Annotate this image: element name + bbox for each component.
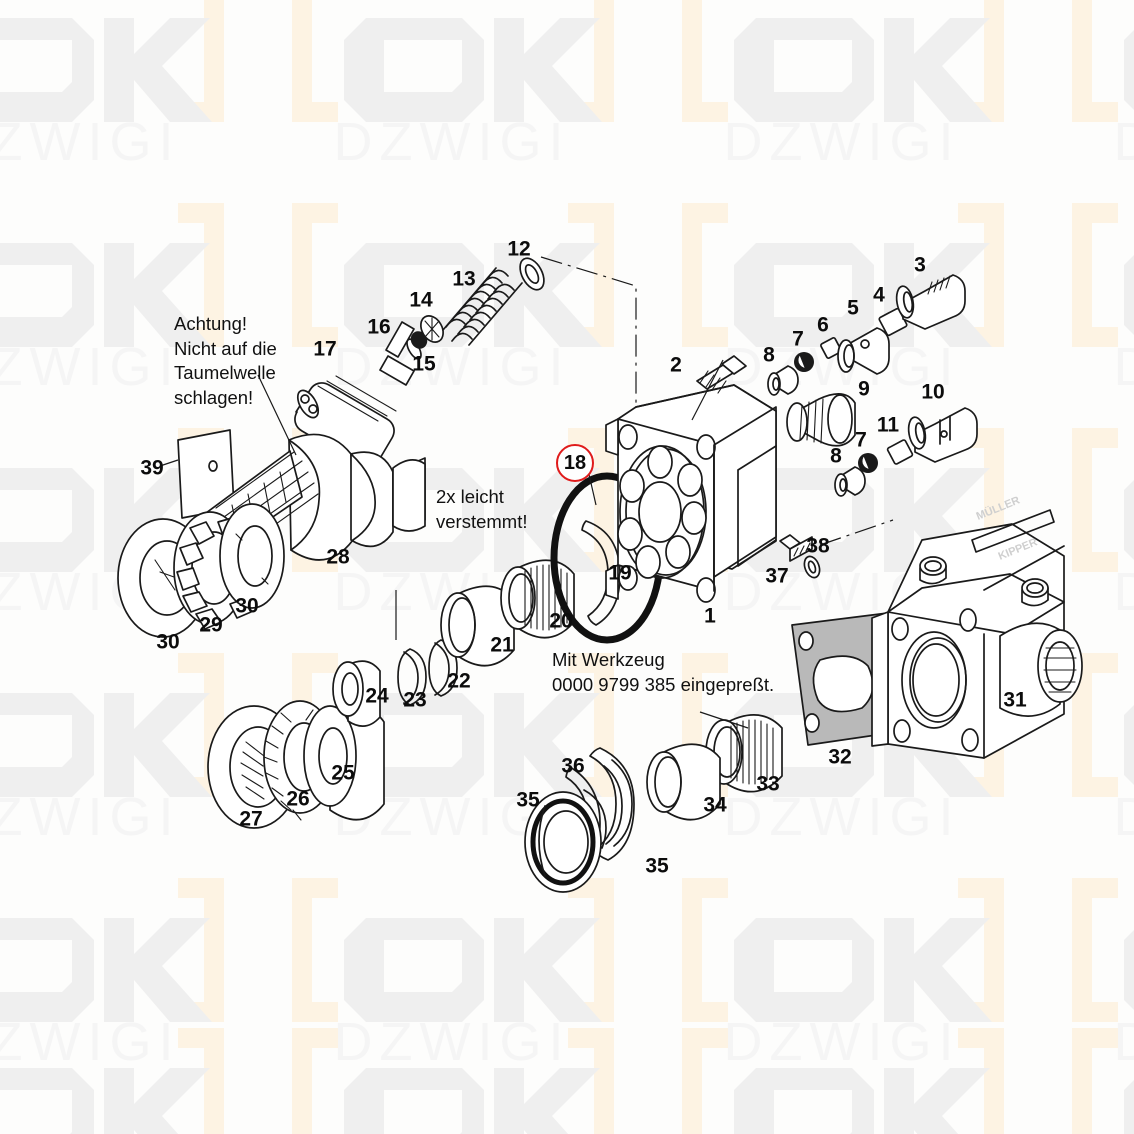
- part-label-thrust-washer-front[interactable]: 30: [156, 630, 180, 654]
- part-label-washer-top[interactable]: 12: [507, 237, 531, 261]
- part-label-valve-cartridge-upper[interactable]: 3: [914, 253, 926, 277]
- part-label-spring-small-upper[interactable]: 6: [817, 313, 829, 337]
- note-peening: 2x leicht verstemmt!: [436, 486, 528, 532]
- part-label-valve-cartridge-lower[interactable]: 10: [921, 380, 945, 404]
- part-label-cover-plate[interactable]: 39: [140, 456, 164, 480]
- part-label-plug-screw[interactable]: 37: [765, 564, 789, 588]
- part-label-valve-sleeve[interactable]: 5: [847, 296, 859, 320]
- part-label-bushing-upper[interactable]: 21: [490, 633, 514, 657]
- part-label-cylinder-block-housing[interactable]: 1: [704, 604, 716, 628]
- part-label-shaft-seal[interactable]: 35: [516, 788, 540, 812]
- highlighted-part-number: 18: [563, 451, 587, 474]
- part-label-thrust-washer-rear[interactable]: 30: [235, 594, 259, 618]
- part-label-bushing-lower[interactable]: 34: [703, 793, 727, 817]
- part-label-seal-retainer-ring[interactable]: 35: [645, 854, 669, 878]
- part-label-snap-ring-inner[interactable]: 19: [608, 561, 632, 585]
- part-label-plunger-pin[interactable]: 16: [367, 315, 391, 339]
- part-label-snap-ring-a[interactable]: 22: [447, 669, 471, 693]
- part-label-spacer-ring[interactable]: 24: [365, 684, 389, 708]
- part-label-snap-ring-b[interactable]: 23: [403, 688, 427, 712]
- part-label-sealing-ring[interactable]: 38: [806, 534, 830, 558]
- part-label-ball[interactable]: 15: [412, 352, 436, 376]
- note-warning: Achtung! Nicht auf die Taumelwelle schla…: [174, 313, 277, 408]
- part-label-compression-spring[interactable]: 13: [452, 267, 476, 291]
- part-label-seal-spacer[interactable]: 36: [561, 754, 585, 778]
- part-label-end-cover-housing[interactable]: 31: [1003, 688, 1027, 712]
- part-label-spring-small-lower[interactable]: 11: [876, 413, 900, 437]
- part-label-ball-upper[interactable]: 7: [792, 327, 804, 351]
- part-label-gasket[interactable]: 32: [828, 745, 852, 769]
- part-label-fitting-nut[interactable]: 9: [858, 377, 870, 401]
- part-label-needle-bearing-lower[interactable]: 33: [756, 772, 780, 796]
- part-label-thrust-cage-lower[interactable]: 26: [286, 787, 310, 811]
- note-tool: Mit Werkzeug 0000 9799 385 eingepreßt.: [552, 649, 775, 695]
- part-label-bearing-race-outer[interactable]: 25: [331, 761, 355, 785]
- part-label-seat-bushing-upper[interactable]: 8: [763, 343, 775, 367]
- part-label-ball-lower[interactable]: 7: [855, 428, 867, 452]
- part-label-spring-seat[interactable]: 14: [409, 288, 433, 312]
- part-label-bolt[interactable]: 2: [670, 353, 682, 377]
- part-30-thrust-washer-rear: [219, 503, 285, 609]
- part-label-bearing-washer-lower[interactable]: 27: [239, 807, 263, 831]
- part-label-control-piston[interactable]: 17: [313, 337, 337, 361]
- part-label-needle-bearing-upper[interactable]: 20: [549, 609, 573, 633]
- part-label-seat-bushing-lower[interactable]: 8: [830, 444, 842, 468]
- part-label-spring-pin-upper[interactable]: 4: [873, 283, 885, 307]
- part-label-thrust-roller-cage[interactable]: 29: [199, 613, 223, 637]
- part-label-swash-drive-shaft[interactable]: 28: [326, 545, 350, 569]
- highlighted-part-callout[interactable]: 18: [556, 444, 594, 482]
